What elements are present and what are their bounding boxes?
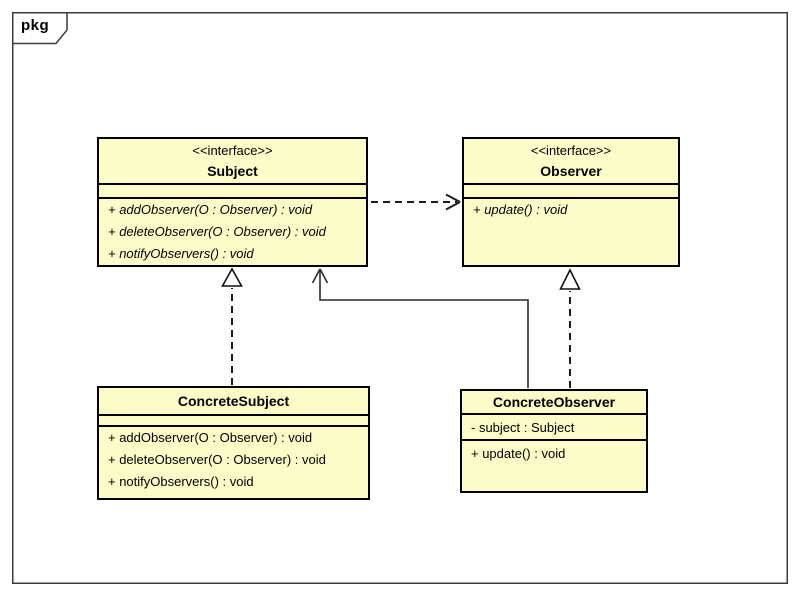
- operation: + deleteObserver(O : Observer) : void: [108, 224, 326, 239]
- operation: + update() : void: [473, 202, 568, 217]
- class-observer[interactable]: <<interface>> Observer + update() : void: [462, 137, 680, 267]
- class-concreteobserver-operations: + update() : void: [462, 439, 646, 465]
- package-tab-label: pkg: [21, 17, 50, 34]
- operation: + notifyObservers() : void: [108, 246, 254, 261]
- stereotype-label: <<interface>>: [192, 143, 273, 158]
- class-concretesubject-attributes: [99, 414, 368, 425]
- operation: + notifyObservers() : void: [108, 474, 254, 489]
- class-observer-attributes: [464, 183, 678, 197]
- class-subject-header: <<interface>> Subject: [99, 139, 366, 183]
- realization-concretesubject-to-subject[interactable]: [221, 267, 243, 385]
- association-concreteobserver-to-subject[interactable]: [311, 268, 529, 388]
- class-observer-operations: + update() : void: [464, 197, 678, 221]
- operation: + addObserver(O : Observer) : void: [108, 202, 313, 217]
- class-name: Observer: [540, 163, 602, 179]
- class-observer-header: <<interface>> Observer: [464, 139, 678, 183]
- attribute: - subject : Subject: [471, 419, 575, 435]
- package-frame: [12, 12, 788, 584]
- class-concretesubject[interactable]: ConcreteSubject + addObserver(O : Observ…: [97, 386, 370, 500]
- class-concreteobserver[interactable]: ConcreteObserver - subject : Subject + u…: [460, 389, 648, 493]
- class-subject-attributes: [99, 183, 366, 197]
- operation: + addObserver(O : Observer) : void: [108, 430, 313, 445]
- class-concreteobserver-attributes: - subject : Subject: [462, 413, 646, 439]
- stereotype-label: <<interface>>: [530, 143, 612, 158]
- class-subject-operations: + addObserver(O : Observer) : void + del…: [99, 197, 366, 265]
- operation: + update() : void: [471, 446, 566, 461]
- package-tab: [12, 12, 68, 45]
- class-subject[interactable]: <<interface>> Subject + addObserver(O : …: [97, 137, 368, 267]
- class-concretesubject-header: ConcreteSubject: [99, 388, 368, 414]
- dependency-subject-to-observer[interactable]: [371, 193, 461, 211]
- class-name: ConcreteObserver: [492, 394, 616, 410]
- class-concretesubject-operations: + addObserver(O : Observer) : void + del…: [99, 425, 368, 493]
- operation: + deleteObserver(O : Observer) : void: [108, 452, 326, 467]
- class-name: ConcreteSubject: [177, 393, 290, 409]
- class-name: Subject: [207, 163, 258, 179]
- realization-concreteobserver-to-observer[interactable]: [559, 268, 581, 388]
- class-concreteobserver-header: ConcreteObserver: [462, 391, 646, 413]
